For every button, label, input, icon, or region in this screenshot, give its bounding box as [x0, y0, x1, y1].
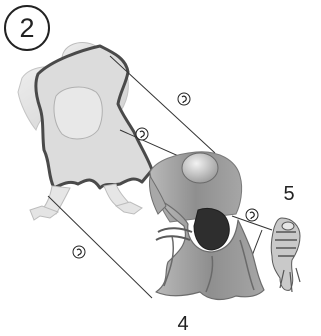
ghost-figure [18, 43, 152, 220]
ghost-torso [54, 87, 102, 139]
step-number: 2 [19, 13, 34, 43]
chest-piece-part [271, 218, 300, 292]
callout-number-5: 5 [283, 183, 294, 205]
step-badge: 2 [5, 6, 49, 50]
cloak-neck-socket [182, 153, 218, 183]
ghost-legs [40, 184, 132, 214]
chest-piece-knob [282, 222, 294, 230]
callout-number-4: 4 [177, 313, 188, 335]
cloak-chest-cavity [194, 209, 229, 251]
cloak-part [149, 152, 264, 300]
